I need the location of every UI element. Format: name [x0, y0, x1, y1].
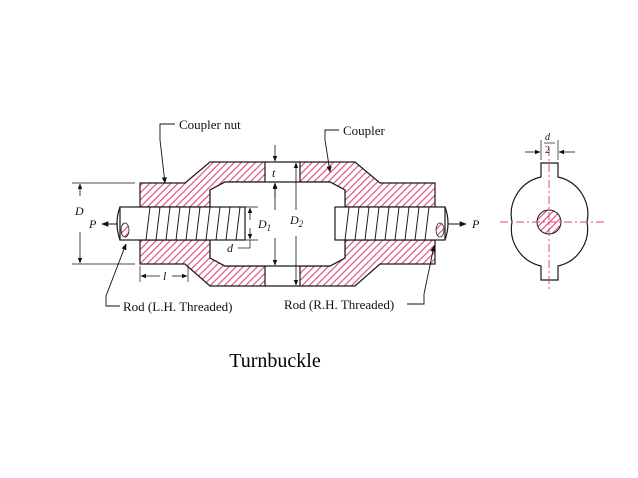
svg-text:P: P: [471, 217, 480, 231]
svg-text:d: d: [545, 132, 551, 143]
svg-text:l: l: [163, 269, 167, 283]
svg-text:2: 2: [545, 145, 550, 156]
svg-text:D2: D2: [289, 213, 304, 229]
svg-text:Rod (R.H. Threaded): Rod (R.H. Threaded): [284, 297, 394, 312]
force-arrow-right: P: [448, 217, 480, 231]
svg-text:D: D: [74, 204, 84, 218]
svg-text:Coupler: Coupler: [343, 123, 386, 138]
dimension-D1: D1: [257, 183, 278, 266]
dimension-d: d: [227, 206, 258, 255]
svg-text:d: d: [227, 241, 234, 255]
dimension-D: D: [72, 182, 135, 265]
svg-text:t: t: [272, 166, 276, 180]
caption-title: Turnbuckle: [229, 350, 321, 372]
label-rod-rh: Rod (R.H. Threaded): [284, 245, 436, 312]
svg-text:D1: D1: [257, 217, 271, 233]
side-view: d 2: [500, 132, 605, 292]
rod-right: [334, 206, 449, 241]
label-rod-lh: Rod (L.H. Threaded): [105, 243, 233, 314]
rod-left: [116, 206, 246, 241]
label-coupler-nut: Coupler nut: [159, 117, 241, 184]
coupler-body: [139, 161, 436, 287]
svg-text:Coupler nut: Coupler nut: [179, 117, 241, 132]
force-arrow-left: P: [88, 217, 118, 231]
svg-text:Rod (L.H. Threaded): Rod (L.H. Threaded): [123, 299, 233, 314]
label-coupler: Coupler: [324, 123, 386, 173]
svg-text:P: P: [88, 217, 97, 231]
dimension-D2: D2: [289, 162, 304, 286]
dimension-l: l: [139, 266, 189, 283]
